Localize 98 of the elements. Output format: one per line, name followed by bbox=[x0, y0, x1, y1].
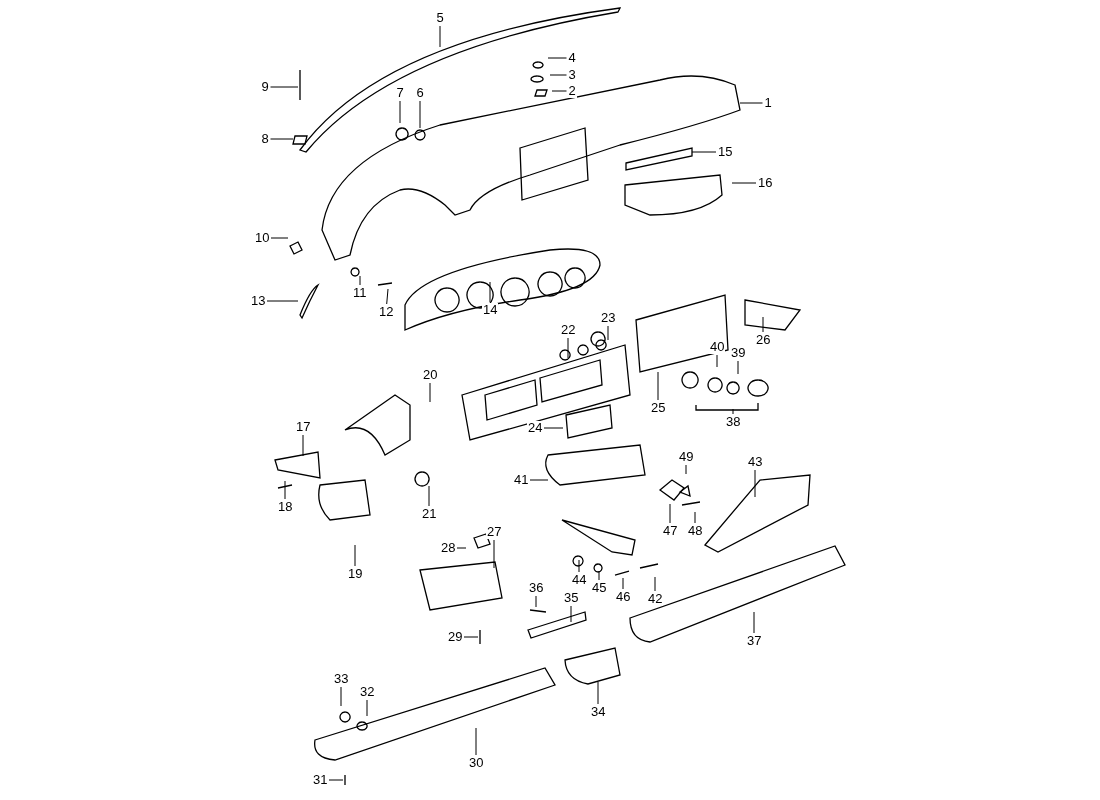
leader-line bbox=[578, 559, 580, 573]
leader-line bbox=[489, 281, 491, 303]
leader-line bbox=[266, 300, 299, 302]
leader-line bbox=[731, 182, 757, 184]
leader-line bbox=[328, 779, 344, 781]
callout-number: 15 bbox=[717, 145, 734, 159]
leader-line bbox=[302, 434, 304, 457]
leader-line bbox=[754, 469, 756, 498]
callout-number: 19 bbox=[347, 567, 364, 581]
leader-line bbox=[439, 25, 441, 48]
callout-number: 30 bbox=[468, 756, 485, 770]
callout-number: 37 bbox=[746, 634, 763, 648]
leader-line bbox=[739, 102, 763, 104]
callout-number: 24 bbox=[527, 421, 544, 435]
leader-line bbox=[386, 288, 389, 305]
callout-number: 1 bbox=[763, 96, 773, 110]
callout-number: 5 bbox=[435, 11, 445, 25]
callout-number: 40 bbox=[709, 340, 726, 354]
callout-number: 49 bbox=[678, 450, 695, 464]
callout-number: 18 bbox=[277, 500, 294, 514]
callout-number: 28 bbox=[440, 541, 457, 555]
callout-number: 48 bbox=[687, 524, 704, 538]
callout-number: 8 bbox=[260, 132, 270, 146]
leader-line bbox=[493, 539, 495, 569]
callout-number: 42 bbox=[647, 592, 664, 606]
leader-line bbox=[654, 576, 656, 592]
callout-number: 7 bbox=[395, 86, 405, 100]
leader-line bbox=[359, 275, 361, 286]
callout-number: 16 bbox=[757, 176, 774, 190]
leader-line bbox=[535, 595, 537, 608]
callout-number: 2 bbox=[567, 84, 577, 98]
callout-number: 32 bbox=[359, 685, 376, 699]
callout-number: 34 bbox=[590, 705, 607, 719]
leader-line bbox=[657, 371, 659, 401]
callout-number: 12 bbox=[378, 305, 395, 319]
leader-line bbox=[270, 237, 289, 239]
leader-line bbox=[428, 485, 430, 507]
callout-number: 45 bbox=[591, 581, 608, 595]
callout-number: 3 bbox=[567, 68, 577, 82]
callout-number: 13 bbox=[250, 294, 267, 308]
leader-line bbox=[547, 57, 567, 59]
leader-line bbox=[419, 100, 421, 129]
leader-line bbox=[570, 605, 572, 623]
leader-line bbox=[716, 354, 718, 368]
callout-number: 38 bbox=[725, 415, 742, 429]
leader-line bbox=[669, 503, 671, 524]
leader-line bbox=[607, 325, 609, 341]
leader-line bbox=[354, 544, 356, 567]
callout-number: 36 bbox=[528, 581, 545, 595]
leader-line bbox=[732, 408, 734, 415]
callout-number: 27 bbox=[486, 525, 503, 539]
callout-number: 9 bbox=[260, 80, 270, 94]
callout-number: 33 bbox=[333, 672, 350, 686]
leader-line bbox=[529, 479, 549, 481]
leader-line bbox=[270, 86, 299, 88]
leader-line bbox=[340, 686, 342, 707]
callout-number: 20 bbox=[422, 368, 439, 382]
leader-line bbox=[429, 382, 431, 403]
leader-line bbox=[284, 480, 286, 500]
leader-line bbox=[753, 611, 755, 634]
leader-line bbox=[399, 100, 401, 124]
leader-line bbox=[463, 636, 479, 638]
callout-number: 47 bbox=[662, 524, 679, 538]
callout-number: 41 bbox=[513, 473, 530, 487]
callout-number: 14 bbox=[482, 303, 499, 317]
callout-number: 43 bbox=[747, 455, 764, 469]
callout-number: 31 bbox=[312, 773, 329, 787]
leader-line bbox=[567, 337, 569, 359]
callout-number: 25 bbox=[650, 401, 667, 415]
callout-number: 46 bbox=[615, 590, 632, 604]
callout-number: 22 bbox=[560, 323, 577, 337]
leader-line bbox=[762, 316, 764, 333]
callout-number: 11 bbox=[352, 286, 368, 300]
leader-line bbox=[456, 547, 467, 549]
callout-number: 21 bbox=[421, 507, 438, 521]
callout-number: 29 bbox=[447, 630, 464, 644]
leader-line bbox=[737, 360, 739, 375]
callout-number: 26 bbox=[755, 333, 772, 347]
callout-number: 10 bbox=[254, 231, 271, 245]
callout-number: 6 bbox=[415, 86, 425, 100]
leader-line bbox=[551, 90, 567, 92]
callout-number: 17 bbox=[295, 420, 312, 434]
leader-line bbox=[366, 699, 368, 717]
callout-number: 4 bbox=[567, 51, 577, 65]
leader-line bbox=[270, 138, 294, 140]
callout-number: 44 bbox=[571, 573, 588, 587]
leader-line bbox=[475, 727, 477, 756]
leader-line bbox=[685, 464, 687, 475]
leader-line bbox=[543, 427, 564, 429]
leader-line bbox=[597, 681, 599, 705]
leader-line bbox=[691, 151, 717, 153]
leader-line bbox=[694, 511, 696, 524]
callout-number: 39 bbox=[730, 346, 747, 360]
callout-number: 35 bbox=[563, 591, 580, 605]
leader-line bbox=[598, 570, 600, 581]
leader-line bbox=[549, 74, 567, 76]
callout-number: 23 bbox=[600, 311, 617, 325]
leader-line bbox=[622, 577, 624, 590]
